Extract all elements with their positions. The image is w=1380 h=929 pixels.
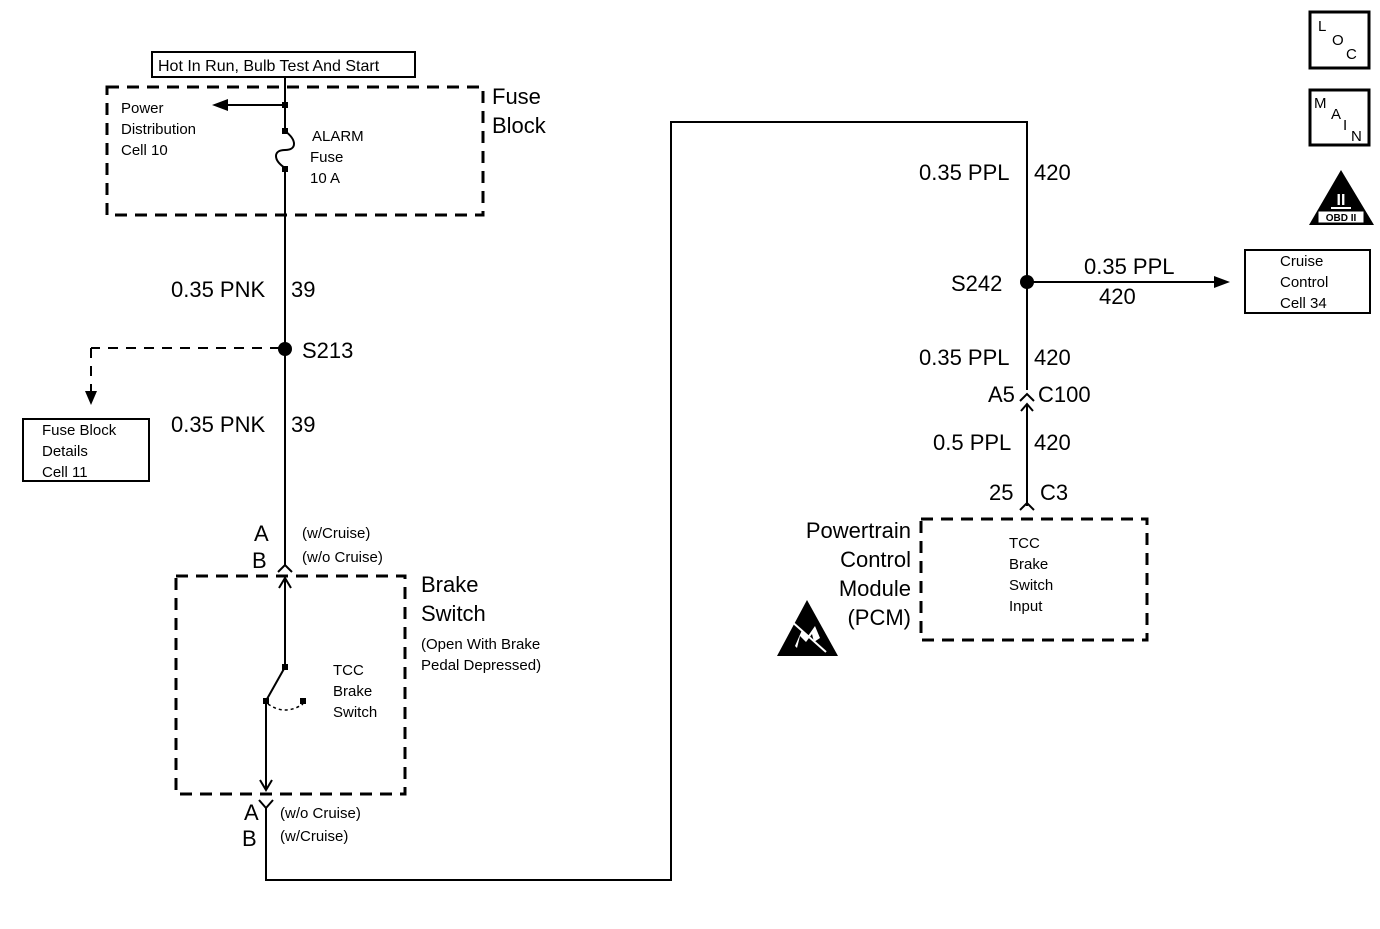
pcm-input-label-1: TCC: [1009, 535, 1040, 552]
brake-switch-note-2: Pedal Depressed): [421, 657, 541, 674]
c100-connector-label: C100: [1038, 382, 1091, 407]
pcm-input-label-3: Switch: [1009, 577, 1053, 594]
cruise-arrow-icon: [1214, 276, 1230, 288]
main-icon[interactable]: M A I N: [1308, 88, 1371, 147]
esd-warning-icon: [777, 600, 838, 656]
fuse-details-arrow-icon: [85, 391, 97, 405]
tcc-switch-label-2: Brake: [333, 683, 372, 700]
brake-switch-box: [174, 574, 407, 796]
fuse-details-box[interactable]: [22, 418, 150, 482]
fuse-terminal-top: [282, 102, 288, 108]
switch-terminal-right: [300, 698, 306, 704]
fuse-label-2: Fuse: [310, 149, 343, 166]
power-distribution-label-2[interactable]: Distribution: [121, 121, 196, 138]
fuse-label-1: ALARM: [312, 128, 364, 145]
fuse-block-title-1: Fuse: [492, 84, 541, 109]
wire-420-mid-size: 0.35 PPL: [919, 345, 1010, 370]
wire-39-lower-size: 0.35 PNK: [171, 412, 265, 437]
brake-switch-note-1: (Open With Brake: [421, 636, 540, 653]
pcm-title-4: (PCM): [847, 605, 911, 630]
main-icon-a: A: [1331, 106, 1341, 123]
bottom-connector-pin-a: A: [244, 800, 259, 825]
fuse-symbol-icon: [275, 130, 295, 169]
obd-ii-numeral: II: [1337, 192, 1346, 209]
wire-420-top-circuit: 420: [1034, 160, 1071, 185]
c100-pin-label: A5: [988, 382, 1015, 407]
power-source-label: Hot In Run, Bulb Test And Start: [158, 58, 380, 75]
fuse-block-box: [105, 85, 485, 217]
loc-icon[interactable]: L O C: [1308, 10, 1371, 70]
pcm-box: [919, 517, 1149, 642]
main-icon-m: M: [1314, 95, 1327, 112]
brake-switch-title-2: Switch: [421, 601, 486, 626]
brake-switch-title-1: Brake: [421, 572, 478, 597]
obd-ii-icon[interactable]: II OBD II: [1309, 170, 1374, 225]
top-connector-note-b: (w/o Cruise): [302, 549, 383, 566]
cruise-control-label-1[interactable]: Cruise: [1280, 253, 1323, 270]
bottom-connector-note-a: (w/o Cruise): [280, 805, 361, 822]
main-icon-n: N: [1351, 128, 1362, 145]
bottom-connector-pin-b: B: [242, 826, 257, 851]
pcm-pin-label: 25: [989, 480, 1013, 505]
bottom-connector-symbol-icon: [258, 799, 274, 810]
pcm-connector-label: C3: [1040, 480, 1068, 505]
pcm-title-3: Module: [839, 576, 911, 601]
top-connector-pin-b: B: [252, 548, 267, 573]
cruise-control-label-2[interactable]: Control: [1280, 274, 1328, 291]
power-dist-arrow-icon: [212, 99, 228, 111]
switch-blade: [266, 666, 286, 700]
switch-terminal-left: [263, 698, 269, 704]
pcm-title-2: Control: [840, 547, 911, 572]
cruise-control-label-3[interactable]: Cell 34: [1280, 295, 1327, 312]
fuse-details-label-3[interactable]: Cell 11: [42, 464, 88, 481]
wire-39-lower-circuit: 39: [291, 412, 315, 437]
splice-s213-label: S213: [302, 338, 353, 363]
cruise-branch-size: 0.35 PPL: [1084, 254, 1175, 279]
wire-420-top-size: 0.35 PPL: [919, 160, 1010, 185]
splice-s242-label: S242: [951, 271, 1002, 296]
power-source-box: [151, 51, 416, 78]
top-connector-note-a: (w/Cruise): [302, 525, 370, 542]
circuit-420-wire: [265, 121, 1028, 881]
pcm-input-label-2: Brake: [1009, 556, 1048, 573]
cruise-branch-circuit: 420: [1099, 284, 1136, 309]
loc-icon-l: L: [1318, 18, 1326, 35]
c3-connector-symbol-icon: [1019, 501, 1035, 511]
bottom-connector-note-b: (w/Cruise): [280, 828, 348, 845]
tcc-switch-label-3: Switch: [333, 704, 377, 721]
wire-39-upper-size: 0.35 PNK: [171, 277, 265, 302]
brake-switch-lower-arrow-icon: [259, 779, 273, 792]
c100-upper-symbol-icon: [1019, 392, 1035, 402]
splice-s213-dot: [278, 342, 292, 356]
power-distribution-label-1[interactable]: Power: [121, 100, 164, 117]
wire-420-low-size: 0.5 PPL: [933, 430, 1011, 455]
top-connector-pin-a: A: [254, 521, 269, 546]
obd-ii-label: OBD II: [1326, 213, 1357, 224]
loc-icon-o: O: [1332, 32, 1344, 49]
pcm-title-1: Powertrain: [806, 518, 911, 543]
fuse-details-label-2[interactable]: Details: [42, 443, 88, 460]
main-icon-i: I: [1343, 117, 1347, 134]
switch-arc-icon: [267, 703, 304, 711]
cruise-control-box[interactable]: [1244, 249, 1371, 314]
pcm-input-label-4: Input: [1009, 598, 1043, 615]
fuse-block-title-2: Block: [492, 113, 547, 138]
top-connector-symbol-icon: [277, 563, 293, 573]
fuse-terminal-2: [282, 166, 288, 172]
fuse-label-3: 10 A: [310, 170, 340, 187]
wire-39-upper-circuit: 39: [291, 277, 315, 302]
wire-420-low-circuit: 420: [1034, 430, 1071, 455]
tcc-switch-label-1: TCC: [333, 662, 364, 679]
fuse-details-label-1[interactable]: Fuse Block: [42, 422, 117, 439]
loc-icon-c: C: [1346, 46, 1357, 63]
wire-420-mid-circuit: 420: [1034, 345, 1071, 370]
brake-switch-upper-arrow-icon: [278, 576, 292, 589]
power-distribution-label-3[interactable]: Cell 10: [121, 142, 168, 159]
